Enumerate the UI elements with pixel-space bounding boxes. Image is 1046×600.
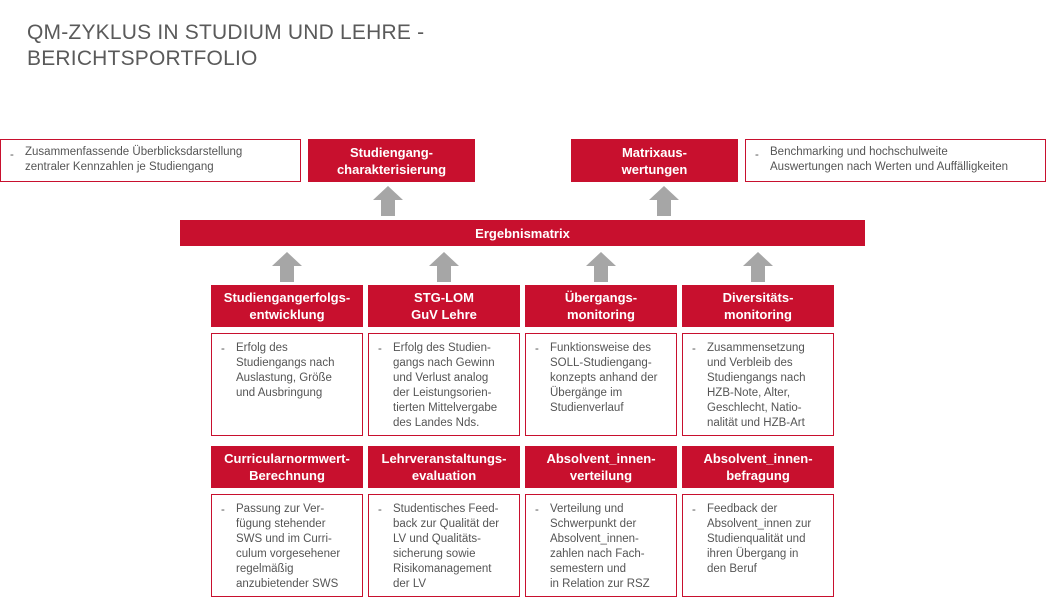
up-arrow-icon xyxy=(429,252,459,282)
description-text: Feedback der Absolvent_innen zur Studien… xyxy=(707,503,812,575)
curricularnormwert-heading: Curricularnormwert- Berechnung xyxy=(211,446,363,488)
studiengang-charakterisierung-box: Studiengang- charakterisierung xyxy=(308,139,475,182)
summary-note-box: - Zusammenfassende Überblicksdarstellung… xyxy=(0,139,301,182)
diversitaetsmonitoring-heading: Diversitäts- monitoring xyxy=(682,285,834,327)
absolventinnenverteilung-heading: Absolvent_innen- verteilung xyxy=(525,446,677,488)
up-arrow-icon xyxy=(649,186,679,216)
description-text: Studentisches Feed- back zur Qualität de… xyxy=(393,503,500,590)
stg-lom-heading: STG-LOM GuV Lehre xyxy=(368,285,520,327)
curricularnormwert-description: - Passung zur Ver- fügung stehender SWS … xyxy=(211,494,363,597)
uebergangsmonitoring-description: - Funktionsweise des SOLL-Studiengang- k… xyxy=(525,333,677,436)
description-dash: - xyxy=(692,504,696,516)
description-text: Erfolg des Studiengangs nach Auslastung,… xyxy=(236,342,335,399)
matrixauswertungen-box: Matrixaus- wertungen xyxy=(571,139,738,182)
title-line-1: QM-ZYKLUS IN STUDIUM UND LEHRE - xyxy=(27,21,425,44)
lehrveranstaltungsevaluation-description: - Studentisches Feed- back zur Qualität … xyxy=(368,494,520,597)
summary-note-text: Zusammenfassende Überblicksdarstellung z… xyxy=(25,146,243,173)
description-text: Passung zur Ver- fügung stehender SWS un… xyxy=(236,503,341,590)
stg-lom-description: - Erfolg des Studien- gangs nach Gewinn … xyxy=(368,333,520,436)
absolventinnenverteilung-description: - Verteilung und Schwerpunkt der Absolve… xyxy=(525,494,677,597)
ergebnismatrix-bar: Ergebnismatrix xyxy=(180,220,865,246)
up-arrow-icon xyxy=(272,252,302,282)
title-line-2: BERICHTSPORTFOLIO xyxy=(27,47,258,70)
description-dash: - xyxy=(692,343,696,355)
absolventinnenbefragung-description: - Feedback der Absolvent_innen zur Studi… xyxy=(682,494,834,597)
description-text: Zusammensetzung und Verbleib des Studien… xyxy=(707,342,806,429)
up-arrow-icon xyxy=(743,252,773,282)
description-text: Funktionsweise des SOLL-Studiengang- kon… xyxy=(550,342,658,414)
description-text: Verteilung und Schwerpunkt der Absolvent… xyxy=(550,503,650,590)
benchmarking-note-box: - Benchmarking und hochschulweite Auswer… xyxy=(745,139,1046,182)
benchmarking-note-text: Benchmarking und hochschulweite Auswertu… xyxy=(770,146,1009,173)
absolventinnenbefragung-heading: Absolvent_innen- befragung xyxy=(682,446,834,488)
description-text: Erfolg des Studien- gangs nach Gewinn un… xyxy=(393,342,498,429)
description-dash: - xyxy=(221,343,225,355)
up-arrow-icon xyxy=(586,252,616,282)
description-dash: - xyxy=(378,343,382,355)
diversitaetsmonitoring-description: - Zusammensetzung und Verbleib des Studi… xyxy=(682,333,834,436)
note-dash: - xyxy=(10,149,14,161)
uebergangsmonitoring-heading: Übergangs- monitoring xyxy=(525,285,677,327)
studiengangerfolgsentwicklung-heading: Studiengangerfolgs- entwicklung xyxy=(211,285,363,327)
description-dash: - xyxy=(221,504,225,516)
studiengangerfolgsentwicklung-description: - Erfolg des Studiengangs nach Auslastun… xyxy=(211,333,363,436)
note-dash: - xyxy=(755,149,759,161)
up-arrow-icon xyxy=(373,186,403,216)
description-dash: - xyxy=(535,343,539,355)
description-dash: - xyxy=(378,504,382,516)
page-title: QM-ZYKLUS IN STUDIUM UND LEHRE - BERICHT… xyxy=(27,20,424,72)
description-dash: - xyxy=(535,504,539,516)
lehrveranstaltungsevaluation-heading: Lehrveranstaltungs- evaluation xyxy=(368,446,520,488)
